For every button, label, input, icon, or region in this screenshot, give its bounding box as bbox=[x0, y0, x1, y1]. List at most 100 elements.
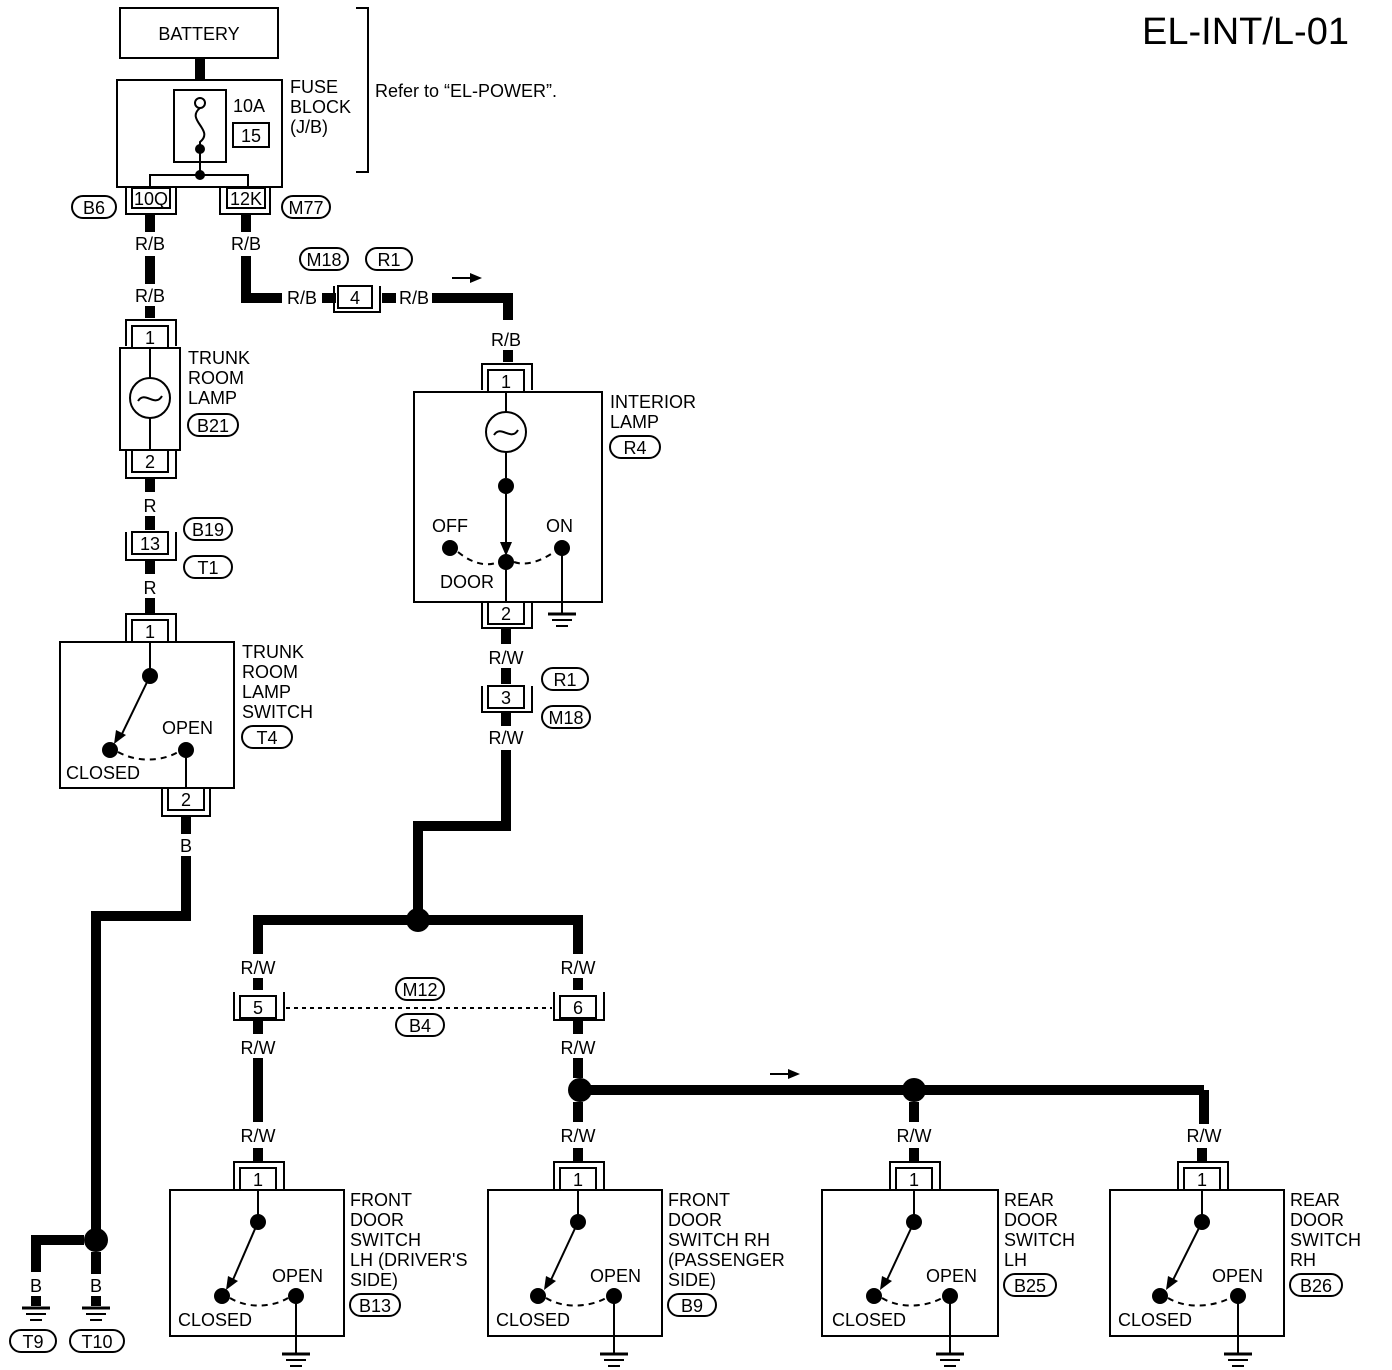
trunk-lamp-label-3: LAMP bbox=[188, 388, 237, 408]
connector-r1-tag-top: R1 bbox=[365, 247, 413, 271]
connector-b25-tag: B25 bbox=[1003, 1273, 1057, 1297]
front-door-switch-rh: 1 OPEN CLOSED bbox=[487, 1148, 663, 1367]
rear-door-switch-lh: 1 OPEN CLOSED bbox=[821, 1148, 999, 1367]
front-rh-label-5: SIDE) bbox=[668, 1270, 716, 1290]
svg-text:2: 2 bbox=[501, 604, 511, 624]
connector-r4-tag: R4 bbox=[609, 435, 661, 459]
connector-m18-tag-mid: M18 bbox=[541, 705, 591, 729]
wire-rb-1: R/B bbox=[135, 234, 165, 254]
svg-text:R1: R1 bbox=[377, 250, 400, 270]
wire-r-2: R bbox=[144, 578, 157, 598]
interior-lamp-on: ON bbox=[546, 516, 573, 536]
interior-lamp-door: DOOR bbox=[440, 572, 494, 592]
front-lh-label-3: SWITCH bbox=[350, 1230, 421, 1250]
svg-text:4: 4 bbox=[350, 288, 360, 308]
connector-b4-tag: B4 bbox=[395, 1013, 445, 1037]
trunk-room-lamp-switch: 1 OPEN CLOSED 2 bbox=[59, 613, 235, 817]
wire-rb-6: R/B bbox=[491, 330, 521, 350]
rear-lh-closed: CLOSED bbox=[832, 1310, 906, 1330]
interior-lamp-label-1: INTERIOR bbox=[610, 392, 696, 412]
svg-text:1: 1 bbox=[253, 1170, 263, 1190]
svg-text:2: 2 bbox=[145, 452, 155, 472]
rear-lh-label-1: REAR bbox=[1004, 1190, 1054, 1210]
svg-text:1: 1 bbox=[501, 372, 511, 392]
trunk-switch-label-1: TRUNK bbox=[242, 642, 304, 662]
front-door-switch-lh: 1 OPEN CLOSED bbox=[169, 1148, 345, 1367]
svg-text:M12: M12 bbox=[402, 980, 437, 1000]
rear-lh-label-2: DOOR bbox=[1004, 1210, 1058, 1230]
rear-rh-label-1: REAR bbox=[1290, 1190, 1340, 1210]
ground-t9: T9 bbox=[9, 1296, 57, 1353]
wire-rb-3: R/B bbox=[231, 234, 261, 254]
connector-r1-tag-mid: R1 bbox=[541, 667, 589, 691]
fuse-block-label-2: BLOCK bbox=[290, 97, 351, 117]
connector-6: 6 bbox=[553, 992, 605, 1021]
wire-b-t10: B bbox=[90, 1276, 102, 1296]
interior-lamp-label-2: LAMP bbox=[610, 412, 659, 432]
svg-text:10Q: 10Q bbox=[134, 189, 168, 209]
svg-text:1: 1 bbox=[909, 1170, 919, 1190]
wire-rw-4: R/W bbox=[561, 958, 596, 978]
front-lh-closed: CLOSED bbox=[178, 1310, 252, 1330]
interior-lamp-off: OFF bbox=[432, 516, 468, 536]
front-rh-label-3: SWITCH RH bbox=[668, 1230, 770, 1250]
svg-text:1: 1 bbox=[1197, 1170, 1207, 1190]
svg-text:M77: M77 bbox=[288, 198, 323, 218]
wire-rw-9: R/W bbox=[897, 1126, 932, 1146]
svg-text:12K: 12K bbox=[230, 189, 262, 209]
battery-label: BATTERY bbox=[158, 24, 239, 44]
wire-rb-5: R/B bbox=[399, 288, 429, 308]
rear-rh-closed: CLOSED bbox=[1118, 1310, 1192, 1330]
page-code: EL-INT/L-01 bbox=[1142, 11, 1349, 53]
svg-text:B26: B26 bbox=[1300, 1276, 1332, 1296]
connector-m18-tag-top: M18 bbox=[299, 247, 349, 271]
front-lh-label-1: FRONT bbox=[350, 1190, 412, 1210]
svg-text:R1: R1 bbox=[553, 670, 576, 690]
connector-b6-tag: B6 bbox=[71, 195, 117, 219]
trunk-switch-open: OPEN bbox=[162, 718, 213, 738]
interior-lamp: 1 OFF ON DOOR 2 bbox=[413, 363, 603, 629]
wire-rw-6: R/W bbox=[561, 1038, 596, 1058]
svg-text:1: 1 bbox=[573, 1170, 583, 1190]
fuse-terminal-10q: 10Q bbox=[125, 187, 177, 215]
fuse-terminal-12k: 12K bbox=[219, 187, 271, 215]
svg-text:T9: T9 bbox=[22, 1332, 43, 1352]
wire-rw-3: R/W bbox=[241, 958, 276, 978]
battery: BATTERY bbox=[119, 7, 279, 59]
front-lh-label-4: LH (DRIVER'S bbox=[350, 1250, 467, 1270]
connector-b26-tag: B26 bbox=[1289, 1273, 1343, 1297]
svg-text:5: 5 bbox=[253, 998, 263, 1018]
connector-b21-tag: B21 bbox=[187, 413, 239, 437]
svg-text:B21: B21 bbox=[197, 416, 229, 436]
trunk-switch-label-2: ROOM bbox=[242, 662, 298, 682]
wire-rb-4: R/B bbox=[287, 288, 317, 308]
svg-text:13: 13 bbox=[140, 534, 160, 554]
power-note: Refer to “EL-POWER”. bbox=[375, 81, 557, 101]
svg-text:T4: T4 bbox=[256, 728, 277, 748]
rear-lh-label-4: LH bbox=[1004, 1250, 1027, 1270]
front-rh-open: OPEN bbox=[590, 1266, 641, 1286]
front-rh-label-2: DOOR bbox=[668, 1210, 722, 1230]
svg-text:6: 6 bbox=[573, 998, 583, 1018]
fuse-number: 15 bbox=[241, 126, 261, 146]
svg-text:1: 1 bbox=[145, 622, 155, 642]
connector-m12-tag: M12 bbox=[395, 977, 445, 1001]
rear-lh-open: OPEN bbox=[926, 1266, 977, 1286]
wire-rw-8: R/W bbox=[561, 1126, 596, 1146]
svg-text:T10: T10 bbox=[81, 1332, 112, 1352]
svg-text:B19: B19 bbox=[192, 520, 224, 540]
svg-text:B9: B9 bbox=[681, 1296, 703, 1316]
svg-text:B4: B4 bbox=[409, 1016, 431, 1036]
svg-text:R4: R4 bbox=[623, 438, 646, 458]
svg-text:B13: B13 bbox=[359, 1296, 391, 1316]
rear-rh-label-2: DOOR bbox=[1290, 1210, 1344, 1230]
fuse-rating: 10A bbox=[233, 96, 265, 116]
rear-lh-label-3: SWITCH bbox=[1004, 1230, 1075, 1250]
connector-b19-tag: B19 bbox=[183, 517, 233, 541]
ground-t10: T10 bbox=[69, 1296, 125, 1353]
rear-rh-open: OPEN bbox=[1212, 1266, 1263, 1286]
wire-b-1: B bbox=[180, 836, 192, 856]
wire-rw-7: R/W bbox=[241, 1126, 276, 1146]
rear-door-switch-rh: 1 OPEN CLOSED bbox=[1109, 1148, 1285, 1367]
